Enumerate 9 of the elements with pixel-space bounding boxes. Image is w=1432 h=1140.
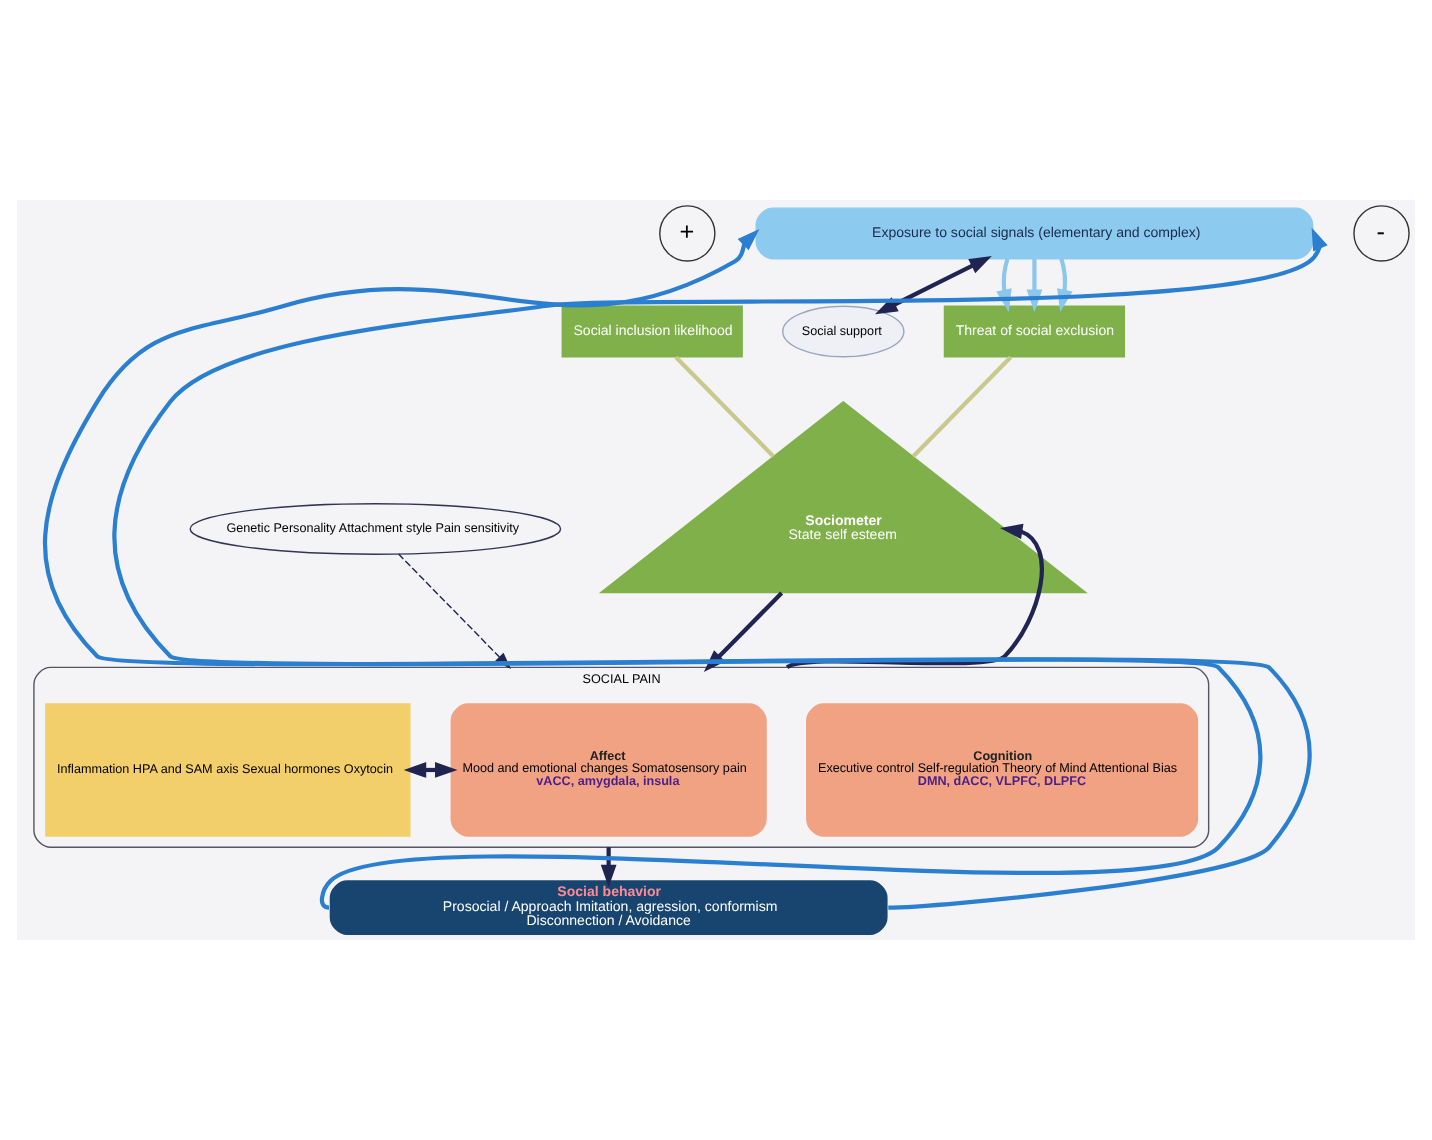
connector [911,355,1013,458]
node-circle: - [1353,205,1410,262]
arrow [996,258,1012,312]
connector [674,355,775,458]
arrow [874,256,992,315]
arrow [600,847,617,888]
node-circle: + [659,205,716,262]
arrow [786,523,1044,670]
arrow [403,762,458,778]
